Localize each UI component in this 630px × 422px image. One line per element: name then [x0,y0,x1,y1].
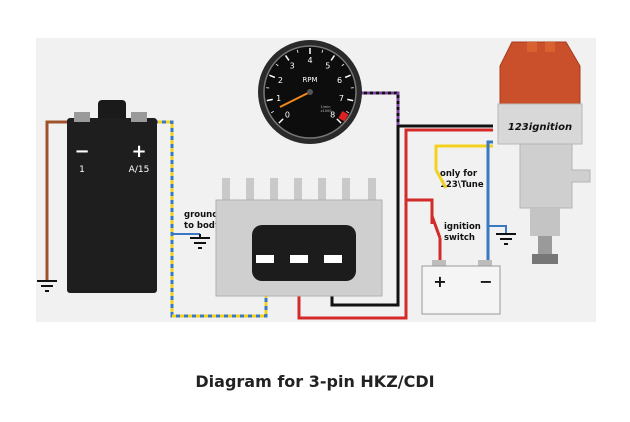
tacho-tick-label: 1 [276,94,281,103]
ground-icon [190,234,210,249]
wire-blue-battery [486,140,493,270]
tacho-tick [330,54,336,61]
wire-yellow-tune [434,144,493,170]
ground-to-body-label: ground to body [184,210,221,231]
tacho-tick-label: 6 [337,76,342,85]
distributor-cap [499,41,581,105]
ground-icon [37,280,57,292]
tacho-tick [347,98,354,102]
coil-neg-symbol: − [74,141,89,162]
tune-switch [434,169,448,189]
tacho-needle [279,91,311,108]
tacho-tick [284,54,290,61]
coil-pos-symbol: + [131,141,146,162]
ground-icon [496,233,516,245]
distributor-brand: 123ignition [508,122,572,133]
tacho-unit-label: RPM [302,76,317,84]
tacho-tick [271,110,275,114]
coil-terminal-a15-label: A/15 [129,165,150,175]
tacho-tick-label: 3 [290,61,295,70]
tacho-tick-label: 8 [330,111,335,120]
distributor: 123ignition [497,41,591,264]
tacho-tick [278,118,284,124]
tacho-redline [338,111,349,122]
coil-terminal-1-label: 1 [79,165,85,175]
tune-switch-label: only for 123\Tune [440,169,484,190]
tacho-tick-label: 7 [339,94,344,103]
cdi-unit [215,178,383,297]
tachometer: 01 23 4 56 78 RPM 1/min x1000 [258,40,362,144]
tacho-tick-label: 5 [325,61,330,70]
battery-pos-symbol: + [433,272,446,291]
wire-red-cdi [297,128,493,320]
diagram-caption: Diagram for 3-pin HKZ/CDI [195,372,435,391]
tacho-tick [269,74,276,79]
ignition-switch [430,215,442,239]
ignition-coil: − + 1 A/15 [67,100,157,293]
ignition-switch-label: ignition switch [444,222,484,243]
tacho-tick [345,110,349,114]
tacho-tick [336,118,342,124]
tacho-tick-label: 0 [285,111,290,120]
tacho-tick-label: 2 [278,76,283,85]
tacho-tick-label: 4 [307,56,312,65]
tacho-tick [341,63,345,67]
tacho-tick [344,74,351,79]
tacho-tick [296,49,299,53]
battery-neg-symbol: − [479,272,492,291]
battery: + − [421,260,501,315]
tacho-sub-label: 1/min x1000 [320,105,331,113]
tacho-tick [275,63,279,67]
tacho-tick [321,49,324,53]
tacho-tick [266,98,273,102]
wire-dist-ground [488,225,507,234]
